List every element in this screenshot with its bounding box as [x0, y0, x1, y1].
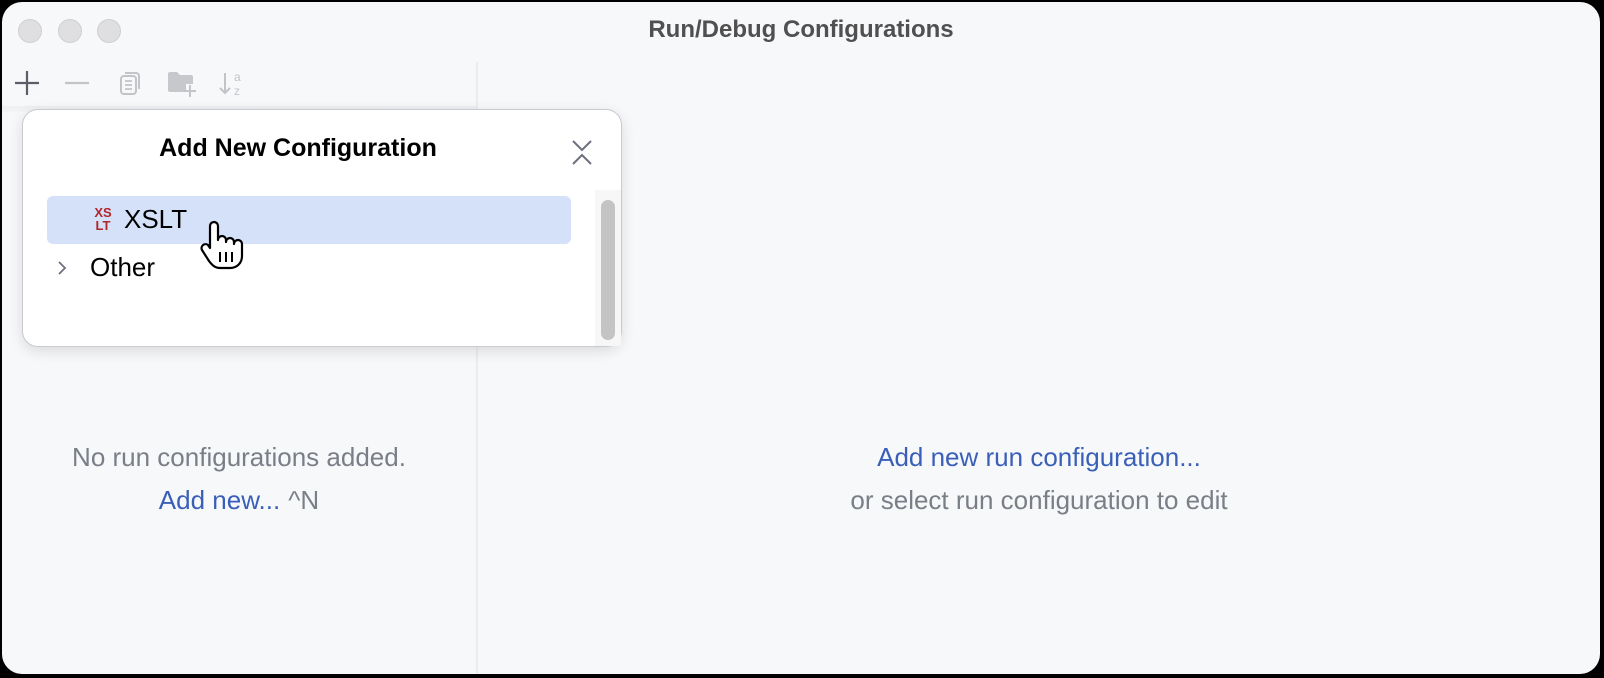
chevron-right-icon[interactable]	[55, 258, 69, 278]
new-folder-button[interactable]	[165, 66, 199, 100]
title-bar: Run/Debug Configurations	[2, 2, 1600, 58]
list-item-xslt[interactable]	[47, 196, 571, 244]
no-configurations-text: No run configurations added.	[72, 442, 406, 472]
configuration-editor-placeholder: Add new run configuration... or select r…	[478, 442, 1600, 516]
collapse-icon	[572, 140, 592, 165]
plus-icon	[15, 71, 39, 95]
zoom-window-button[interactable]	[97, 19, 121, 43]
sort-configurations-button[interactable]: a z	[216, 66, 250, 100]
collapse-popup-button[interactable]	[568, 136, 596, 170]
xslt-icon: XS LT	[94, 205, 112, 233]
sort-alpha-icon: a z	[219, 70, 241, 98]
remove-configuration-button[interactable]	[60, 66, 94, 100]
minimize-window-button[interactable]	[58, 19, 82, 43]
window-title: Run/Debug Configurations	[648, 16, 954, 43]
add-new-link[interactable]: Add new...	[158, 485, 281, 515]
scrollbar-thumb[interactable]	[601, 200, 615, 340]
configurations-toolbar: a z	[2, 58, 476, 106]
minus-icon	[65, 81, 89, 85]
close-window-button[interactable]	[18, 19, 42, 43]
copy-icon	[120, 72, 140, 95]
list-item-label: Other	[90, 252, 156, 282]
select-configuration-hint: or select run configuration to edit	[850, 485, 1228, 515]
add-configuration-button[interactable]	[10, 66, 44, 100]
add-new-run-configuration-link[interactable]: Add new run configuration...	[877, 442, 1201, 472]
add-new-configuration-popup: Add New Configuration XS LT XSLT Other	[22, 109, 622, 347]
svg-text:z: z	[234, 84, 240, 98]
hand-pointer-cursor-icon	[200, 220, 244, 270]
pane-splitter[interactable]	[476, 62, 478, 674]
folder-plus-icon	[168, 72, 196, 97]
copy-configuration-button[interactable]	[113, 66, 147, 100]
list-item-label: XSLT	[124, 204, 188, 234]
svg-text:a: a	[234, 70, 241, 84]
popup-title: Add New Configuration	[159, 134, 437, 162]
add-new-shortcut: ^N	[288, 485, 320, 515]
empty-configurations-message: No run configurations added. Add new...^…	[2, 442, 476, 516]
